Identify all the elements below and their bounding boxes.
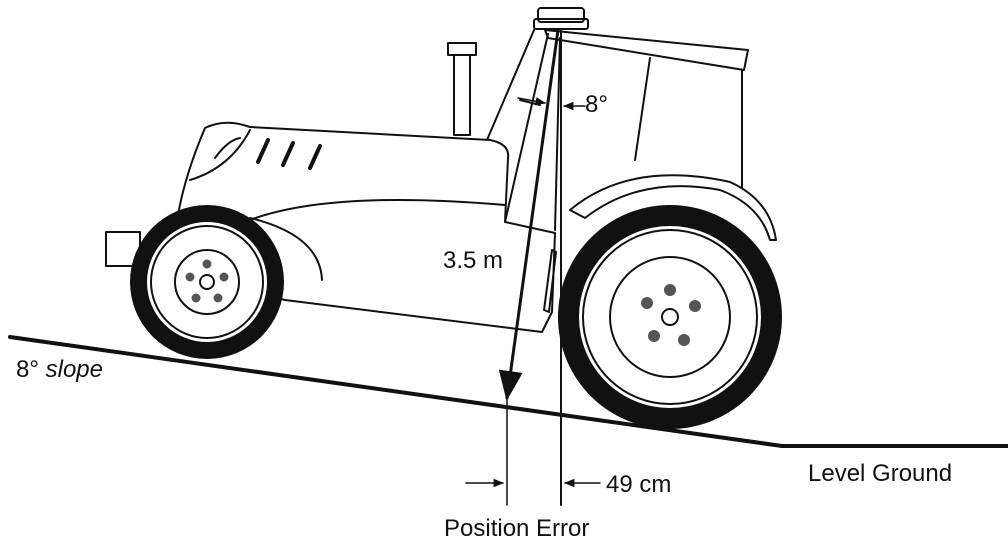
slope-value: 8°	[16, 356, 39, 383]
rear-fender	[569, 174, 777, 241]
height-arrow-line	[498, 28, 560, 401]
cab-rear-frame	[554, 37, 743, 231]
body-curve	[249, 199, 506, 281]
hood-line	[189, 129, 251, 181]
ground	[8, 335, 1008, 448]
slope-ground-line	[8, 335, 1008, 448]
gps-antenna-icon	[533, 7, 589, 30]
hood-vents	[256, 138, 322, 170]
angle-label: 8°	[585, 91, 608, 118]
rear-wheel	[558, 205, 782, 429]
front-wheel	[130, 205, 284, 359]
level-ground-label: Level Ground	[808, 460, 952, 487]
cab-front-pillar	[486, 29, 549, 223]
measurement-lines	[465, 28, 601, 506]
fender-step	[543, 249, 557, 313]
cab-roof	[544, 29, 749, 71]
exhaust-pipe	[447, 42, 477, 136]
error-value-label: 49 cm	[606, 471, 671, 498]
slope-word: slope	[46, 356, 103, 383]
slope-label: 8° slope	[16, 356, 103, 383]
position-error-label: Position Error	[444, 515, 589, 542]
angle-arrow-left	[517, 97, 547, 106]
height-label: 3.5 m	[443, 247, 503, 274]
